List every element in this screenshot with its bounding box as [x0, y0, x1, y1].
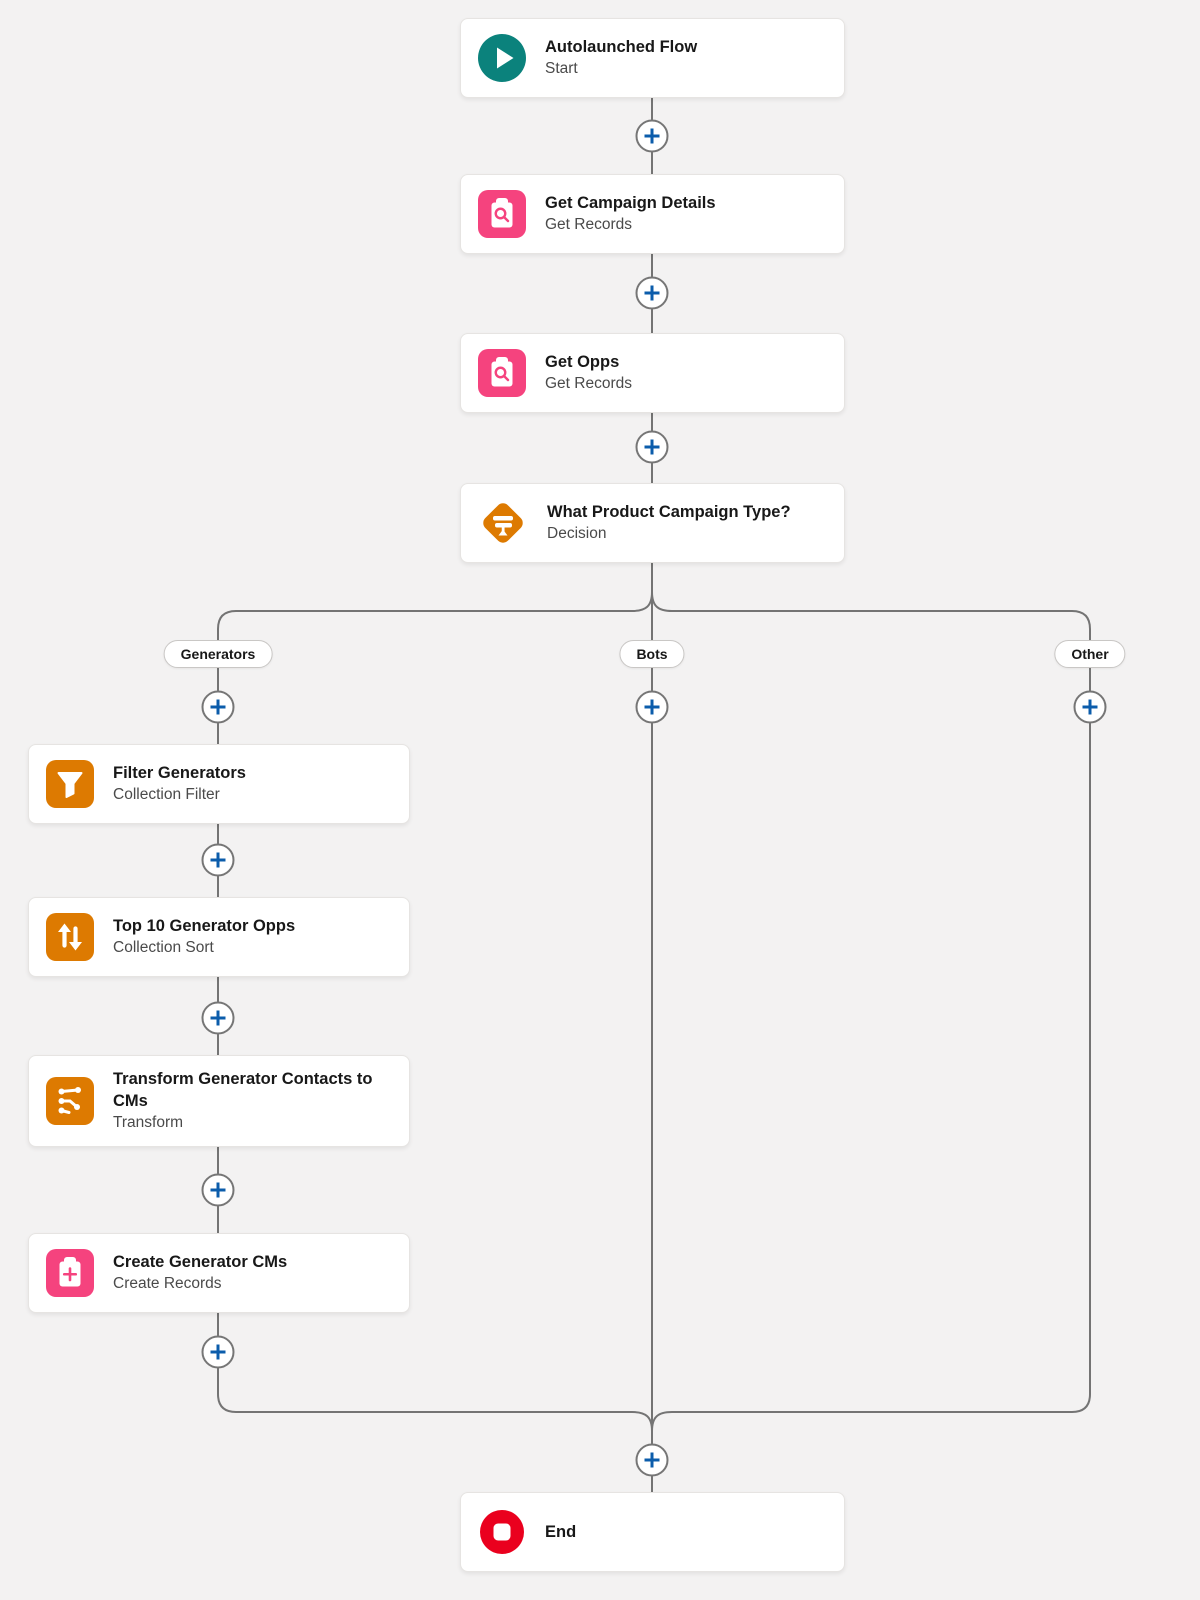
node-title: What Product Campaign Type? [547, 502, 791, 521]
record-lookup-icon [477, 349, 527, 397]
transform-icon [45, 1077, 95, 1125]
node-subtitle: Collection Filter [113, 786, 220, 804]
add-element-button[interactable] [201, 843, 235, 877]
add-element-button[interactable] [201, 1001, 235, 1035]
node-title: Filter Generators [113, 763, 246, 782]
flow-node-start[interactable]: Autolaunched Flow Start [460, 18, 845, 98]
node-subtitle: Decision [547, 525, 607, 543]
filter-icon [45, 760, 95, 808]
add-element-button[interactable] [201, 1173, 235, 1207]
node-subtitle: Start [545, 60, 578, 78]
branch-label-other: Other [1054, 640, 1126, 668]
node-title: End [545, 1522, 577, 1541]
node-title: Get Opps [545, 352, 620, 371]
record-create-icon [45, 1249, 95, 1297]
add-element-button[interactable] [201, 1335, 235, 1369]
add-element-button[interactable] [635, 1443, 669, 1477]
branch-label-generators: Generators [163, 640, 273, 668]
add-icon [1073, 690, 1107, 724]
node-subtitle: Get Records [545, 216, 633, 234]
add-element-button[interactable] [635, 119, 669, 153]
add-icon [201, 843, 235, 877]
add-icon [201, 1335, 235, 1369]
add-icon [635, 1443, 669, 1477]
flow-node-filter-generators[interactable]: Filter Generators Collection Filter [28, 744, 410, 824]
add-icon [201, 690, 235, 724]
add-icon [635, 119, 669, 153]
flow-node-get-opps[interactable]: Get Opps Get Records [460, 333, 845, 413]
branch-label-bots: Bots [619, 640, 685, 668]
add-element-button[interactable] [635, 690, 669, 724]
play-icon [477, 34, 527, 82]
add-icon [635, 276, 669, 310]
node-title: Get Campaign Details [545, 193, 716, 212]
flow-node-end[interactable]: End [460, 1492, 845, 1572]
add-icon [635, 430, 669, 464]
node-subtitle: Get Records [545, 375, 633, 393]
signpost-decision-icon [477, 497, 529, 549]
node-subtitle: Collection Sort [113, 939, 214, 957]
node-title: Create Generator CMs [113, 1252, 288, 1271]
node-title: Autolaunched Flow [545, 37, 698, 56]
flow-node-top-10-generator-opps[interactable]: Top 10 Generator Opps Collection Sort [28, 897, 410, 977]
add-icon [201, 1001, 235, 1035]
add-icon [635, 690, 669, 724]
node-title: Top 10 Generator Opps [113, 916, 296, 935]
flow-node-transform-generator-contacts[interactable]: Transform Generator Contacts to CMs Tran… [28, 1055, 410, 1147]
record-lookup-icon [477, 190, 527, 238]
add-icon [201, 1173, 235, 1207]
node-title: Transform Generator Contacts to CMs [113, 1069, 373, 1111]
add-element-button[interactable] [635, 430, 669, 464]
flow-node-get-campaign-details[interactable]: Get Campaign Details Get Records [460, 174, 845, 254]
add-element-button[interactable] [1073, 690, 1107, 724]
add-element-button[interactable] [635, 276, 669, 310]
sort-arrows-icon [45, 913, 95, 961]
add-element-button[interactable] [201, 690, 235, 724]
flow-node-create-generator-cms[interactable]: Create Generator CMs Create Records [28, 1233, 410, 1313]
node-subtitle: Transform [113, 1114, 184, 1132]
node-subtitle: Create Records [113, 1275, 222, 1293]
flow-node-decision[interactable]: What Product Campaign Type? Decision [460, 483, 845, 563]
stop-icon [477, 1508, 527, 1556]
